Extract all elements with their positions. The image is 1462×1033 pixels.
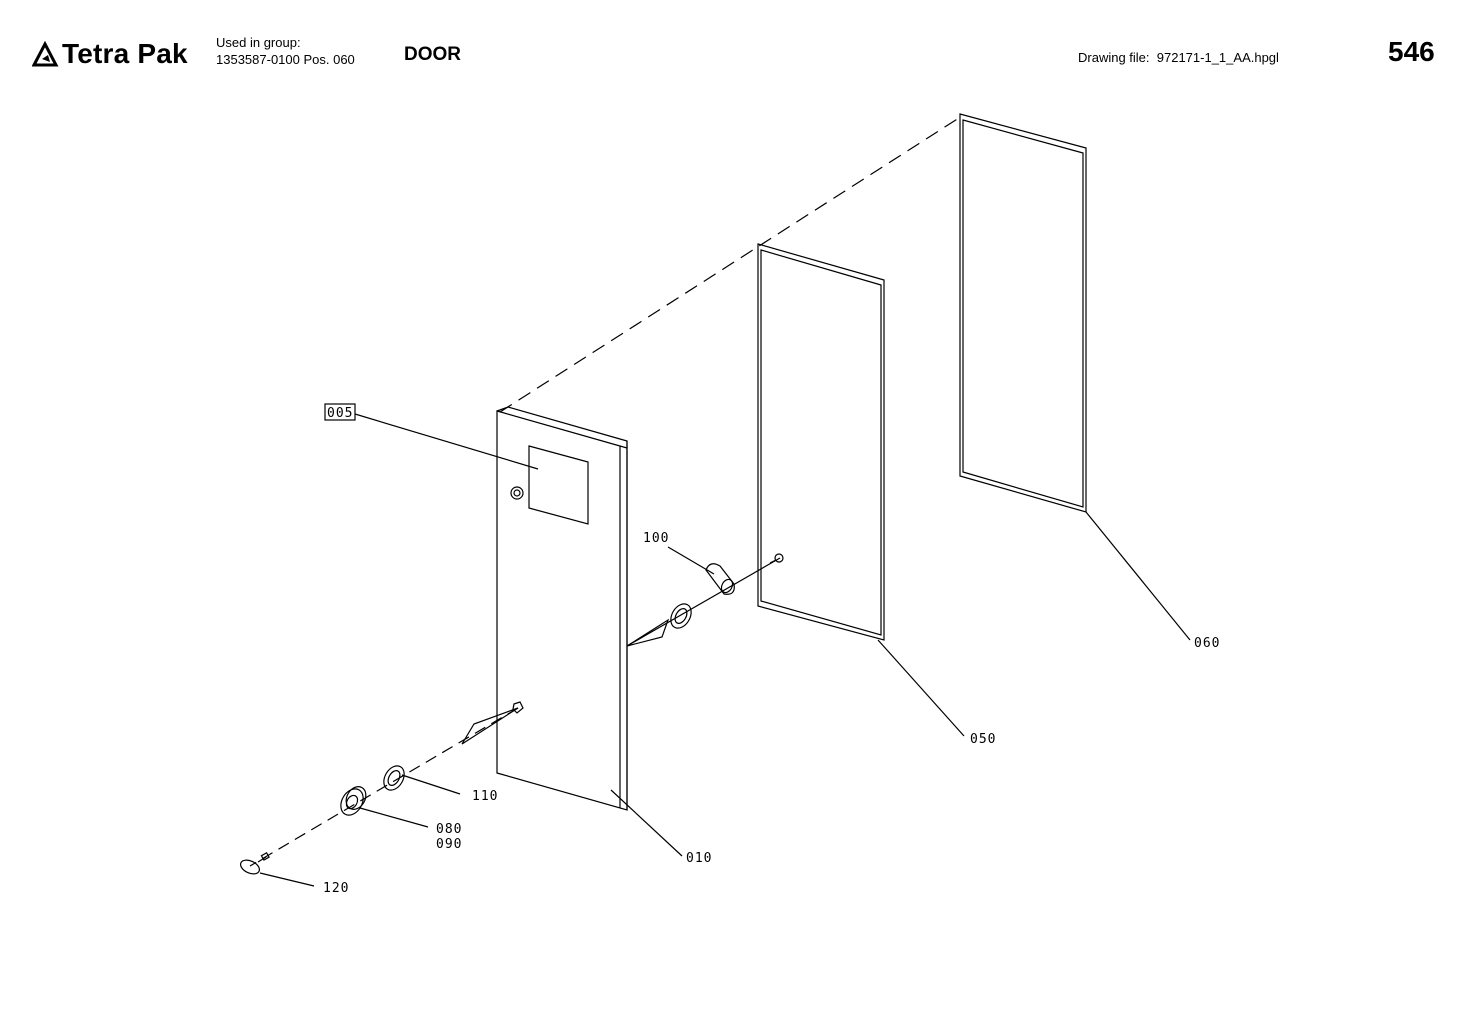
lock-axis-line [626,557,781,647]
leader-010 [610,789,683,857]
leader-100 [667,546,715,575]
key-120 [239,851,270,875]
callout-120: 120 [323,881,349,896]
used-in-group: Used in group: 1353587-0100 Pos. 060 [216,34,355,68]
callout-010: 010 [686,851,712,866]
page-number: 546 [1388,36,1435,67]
leader-005 [354,413,539,470]
leader-080 [359,807,429,828]
callout-080: 080 [436,822,462,837]
hex-nut [670,603,692,629]
screw [769,553,784,564]
drawing-file: Drawing file: 972171-1_1_AA.hpgl [1078,50,1279,65]
callout-050: 050 [970,732,996,747]
insertion-arrow-right [626,618,670,647]
tetra-pak-triangle-icon [32,41,59,67]
insertion-arrow-left [461,707,519,745]
used-in-group-label: Used in group: [216,35,301,50]
door-010 [496,406,628,811]
callout-100: 100 [643,531,669,546]
assembly-dash-line-top [499,115,963,413]
washer-110 [383,765,405,791]
callout-090: 090 [436,837,462,852]
leader-060 [1085,511,1191,641]
panel-060 [959,113,1087,513]
cam-lever-100 [705,563,735,595]
panel-050 [757,243,885,641]
assembly-dash-line-bottom [249,707,519,867]
label-plate-005 [528,445,589,525]
leader-110 [401,774,461,795]
callout-005: 005 [327,406,353,421]
callout-060: 060 [1194,636,1220,651]
leader-050 [877,639,965,737]
drawing-file-value: 972171-1_1_AA.hpgl [1156,50,1279,65]
leader-120 [259,872,315,887]
lock-cylinder-080-090 [340,786,367,816]
brand-name: Tetra Pak [62,38,188,69]
used-in-group-value: 1353587-0100 Pos. 060 [216,52,355,67]
page-title: DOOR [404,44,461,65]
brand-logo: Tetra Pak [32,38,188,70]
drawing-file-label: Drawing file: [1078,50,1150,65]
header: Tetra Pak Used in group: 1353587-0100 Po… [0,0,1462,90]
callout-110: 110 [472,789,498,804]
callout-box-005 [324,403,356,421]
